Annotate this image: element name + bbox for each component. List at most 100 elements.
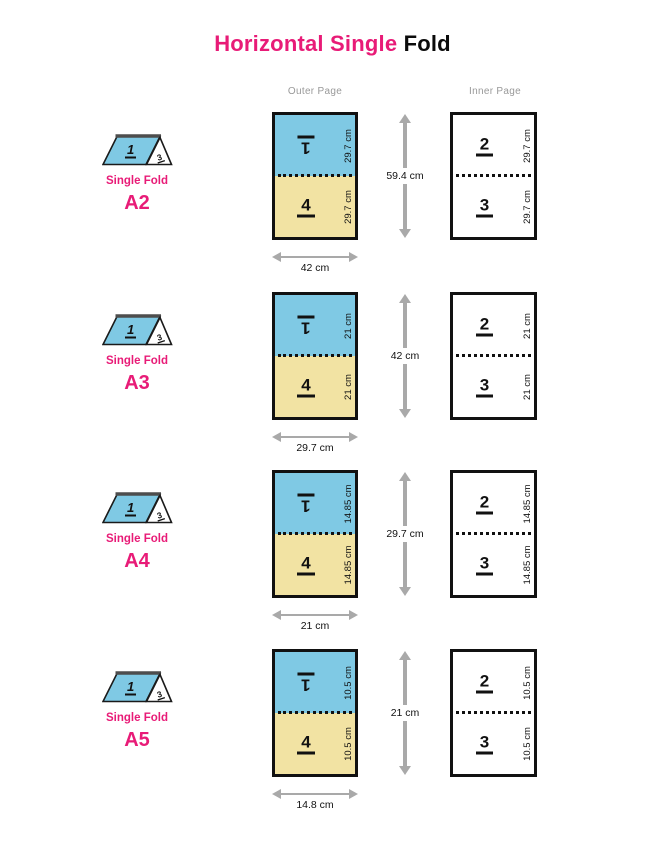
inner-top-half: 2 14.85 cm — [453, 473, 534, 534]
arrow-down-head-icon — [399, 766, 411, 775]
height-arrow: 59.4 cm — [383, 114, 427, 238]
width-dimension-label: 21 cm — [300, 620, 330, 632]
inner-bottom-dimension: 21 cm — [522, 373, 533, 400]
arrow-right-head-icon — [349, 252, 358, 262]
width-arrow — [272, 431, 358, 443]
height-arrow: 21 cm — [387, 651, 423, 775]
fold-type-label: Single Fold — [106, 533, 168, 545]
arrow-right-head-icon — [349, 432, 358, 442]
fold-type-label: Single Fold — [106, 355, 168, 367]
inner-top-dimension: 10.5 cm — [522, 665, 533, 700]
outer-top-page-number: 1 — [297, 315, 315, 337]
arrow-up-head-icon — [399, 651, 411, 660]
inner-bottom-page-number: 3 — [475, 196, 494, 217]
outer-page-diagram: 1 29.7 cm 4 29.7 cm — [272, 112, 358, 240]
single-fold-tent-icon: 1 3 — [102, 671, 173, 703]
outer-top-half: 1 10.5 cm — [275, 652, 355, 713]
fold-dotted-line — [456, 354, 531, 357]
icon-front-page-number: 1 — [127, 679, 134, 694]
inner-bottom-page-number: 3 — [475, 376, 494, 397]
outer-top-dimension: 29.7 cm — [343, 128, 354, 163]
arrow-up-head-icon — [399, 294, 411, 303]
height-dimension-label: 21 cm — [387, 705, 423, 721]
row-a4: 1 3 Single Fold A4 1 14.85 cm 4 14.85 cm — [0, 470, 665, 650]
outer-bottom-half: 4 29.7 cm — [275, 176, 355, 237]
row-a5: 1 3 Single Fold A5 1 10.5 cm 4 10.5 cm — [0, 649, 665, 829]
inner-bottom-dimension: 10.5 cm — [522, 726, 533, 761]
outer-top-half: 1 14.85 cm — [275, 473, 355, 534]
arrow-left-head-icon — [272, 610, 281, 620]
width-arrow — [272, 251, 358, 263]
height-dimension-label: 59.4 cm — [383, 168, 427, 184]
inner-top-dimension: 14.85 cm — [522, 483, 533, 524]
outer-top-dimension: 10.5 cm — [343, 665, 354, 700]
outer-bottom-page-number: 4 — [297, 376, 315, 397]
icon-front-page-number: 1 — [127, 500, 134, 515]
inner-top-dimension: 29.7 cm — [522, 128, 533, 163]
icon-side-page-number: 3 — [156, 510, 164, 521]
inner-page-diagram: 2 14.85 cm 3 14.85 cm — [450, 470, 537, 598]
outer-top-page-number: 1 — [297, 493, 315, 515]
width-dimension-label: 29.7 cm — [296, 442, 334, 454]
outer-top-dimension: 14.85 cm — [343, 483, 354, 524]
arrow-up-head-icon — [399, 472, 411, 481]
outer-bottom-dimension: 10.5 cm — [343, 726, 354, 761]
width-arrow — [272, 609, 358, 621]
arrow-down-head-icon — [399, 229, 411, 238]
arrow-left-head-icon — [272, 432, 281, 442]
icon-side-page-number: 3 — [156, 689, 164, 700]
column-header-outer-page: Outer Page — [287, 86, 343, 97]
outer-top-half: 1 21 cm — [275, 295, 355, 356]
height-arrow: 29.7 cm — [383, 472, 427, 596]
icon-front-page-number: 1 — [127, 322, 134, 337]
single-fold-tent-icon: 1 3 — [102, 492, 173, 524]
fold-dotted-line — [278, 174, 352, 177]
arrow-left-head-icon — [272, 789, 281, 799]
row-a2: 1 3 Single Fold A2 1 29.7 cm 4 29.7 cm — [0, 112, 665, 292]
inner-top-page-number: 2 — [475, 315, 494, 336]
height-arrow: 42 cm — [387, 294, 423, 418]
fold-dotted-line — [278, 532, 352, 535]
outer-top-half: 1 29.7 cm — [275, 115, 355, 176]
fold-dotted-line — [456, 711, 531, 714]
page-title-accent: Horizontal Single — [214, 31, 398, 56]
inner-bottom-half: 3 10.5 cm — [453, 713, 534, 774]
width-dimension-label: 14.8 cm — [296, 799, 334, 811]
inner-bottom-half: 3 14.85 cm — [453, 534, 534, 595]
page-title: Horizontal Single Fold — [0, 31, 665, 57]
inner-top-half: 2 10.5 cm — [453, 652, 534, 713]
outer-bottom-page-number: 4 — [297, 554, 315, 575]
paper-size-label: A4 — [124, 550, 150, 572]
arrow-right-head-icon — [349, 789, 358, 799]
inner-bottom-dimension: 29.7 cm — [522, 189, 533, 224]
page-title-rest: Fold — [403, 31, 451, 56]
outer-bottom-half: 4 14.85 cm — [275, 534, 355, 595]
paper-size-label: A5 — [124, 729, 150, 751]
inner-top-page-number: 2 — [475, 672, 494, 693]
arrow-down-head-icon — [399, 587, 411, 596]
arrow-up-head-icon — [399, 114, 411, 123]
row-a3: 1 3 Single Fold A3 1 21 cm 4 21 cm — [0, 292, 665, 472]
arrow-left-head-icon — [272, 252, 281, 262]
outer-top-page-number: 1 — [297, 672, 315, 694]
inner-top-dimension: 21 cm — [522, 312, 533, 339]
inner-bottom-half: 3 29.7 cm — [453, 176, 534, 237]
fold-dotted-line — [278, 354, 352, 357]
inner-top-half: 2 29.7 cm — [453, 115, 534, 176]
outer-top-page-number: 1 — [297, 135, 315, 157]
outer-page-diagram: 1 10.5 cm 4 10.5 cm — [272, 649, 358, 777]
paper-size-label: A3 — [124, 372, 150, 394]
column-header-inner-page: Inner Page — [469, 86, 521, 97]
inner-bottom-page-number: 3 — [475, 733, 494, 754]
icon-side-page-number: 3 — [156, 152, 164, 163]
inner-top-half: 2 21 cm — [453, 295, 534, 356]
outer-bottom-dimension: 21 cm — [343, 373, 354, 400]
outer-bottom-half: 4 21 cm — [275, 356, 355, 417]
inner-page-diagram: 2 21 cm 3 21 cm — [450, 292, 537, 420]
width-dimension-label: 42 cm — [300, 262, 330, 274]
icon-front-page-number: 1 — [127, 142, 134, 157]
inner-bottom-page-number: 3 — [475, 554, 494, 575]
arrow-down-head-icon — [399, 409, 411, 418]
fold-dotted-line — [278, 711, 352, 714]
